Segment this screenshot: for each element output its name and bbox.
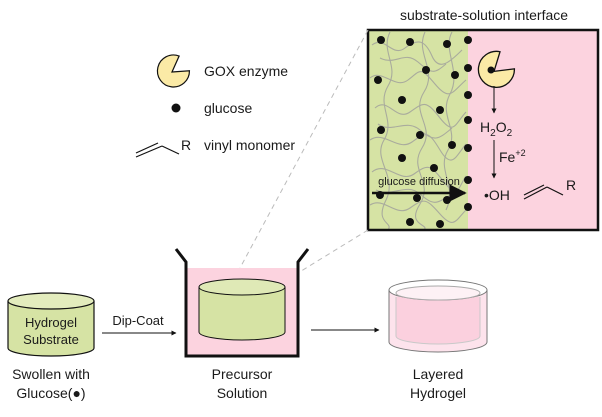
legend: GOX enzyme glucose R vinyl monomer bbox=[135, 54, 295, 158]
fe-label: Fe+2 bbox=[499, 148, 526, 165]
h2o2-label: H2O2 bbox=[480, 119, 513, 139]
precursor-label-line2: Solution bbox=[217, 385, 268, 401]
layered-label-line1: Layered bbox=[413, 366, 464, 382]
zoom-lines bbox=[239, 29, 369, 285]
precursor-label-line1: Precursor bbox=[212, 366, 273, 382]
glucose-legend-icon bbox=[171, 103, 181, 113]
interface-inset: glucose diffusion H2O2 Fe+2 •OH R bbox=[366, 28, 600, 232]
glucose-dots-interface bbox=[464, 36, 472, 211]
substrate-label-line1: Hydrogel bbox=[25, 315, 77, 330]
layered-label-line2: Hydrogel bbox=[410, 385, 466, 401]
dip-coat-label: Dip-Coat bbox=[112, 313, 164, 328]
legend-glucose-label: glucose bbox=[204, 100, 252, 116]
hydrogel-substrate-cylinder bbox=[7, 292, 95, 357]
layered-hydrogel-cylinder bbox=[388, 279, 488, 353]
glucose-diffusion-label: glucose diffusion bbox=[378, 176, 460, 188]
vinyl-monomer-inset-icon bbox=[523, 184, 564, 200]
gox-enzyme-inset-icon bbox=[477, 50, 516, 88]
swollen-label-line2: Glucose(●) bbox=[16, 385, 85, 401]
legend-vinyl-label: vinyl monomer bbox=[204, 137, 295, 153]
glucose-bound-dot bbox=[487, 66, 495, 74]
substrate-label-line2: Substrate bbox=[23, 332, 79, 347]
inset-border bbox=[366, 28, 600, 232]
precursor-beaker bbox=[174, 248, 310, 358]
inset-title: substrate-solution interface bbox=[400, 7, 568, 23]
hydroxyl-radical-label: •OH bbox=[484, 187, 510, 203]
vinyl-r-inset-label: R bbox=[566, 177, 576, 193]
swollen-label-line1: Swollen with bbox=[12, 366, 90, 382]
gox-legend-icon bbox=[156, 54, 191, 88]
legend-vinyl-r: R bbox=[181, 137, 191, 153]
vinyl-legend-icon bbox=[135, 142, 180, 158]
glucose-dots-substrate bbox=[374, 36, 459, 228]
legend-gox-label: GOX enzyme bbox=[204, 63, 288, 79]
